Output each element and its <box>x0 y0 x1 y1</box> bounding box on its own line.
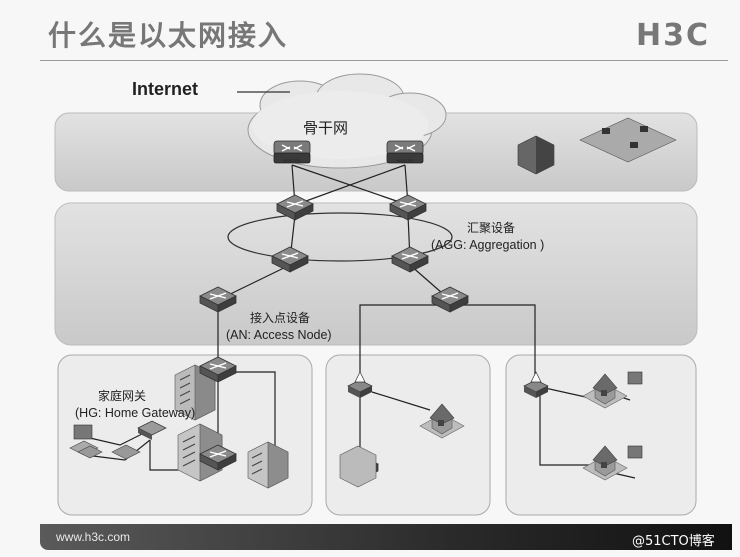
an-label-en: (AN: Access Node) <box>226 328 332 342</box>
title-divider <box>40 60 728 61</box>
laptop-icon <box>111 444 141 460</box>
aggregation-band <box>54 202 698 346</box>
internet-label: Internet <box>132 79 198 99</box>
building-tall <box>174 364 216 421</box>
agg-label-cn: 汇聚设备 <box>467 221 515 235</box>
h3c-logo: H3C <box>636 18 710 53</box>
backbone-label: 骨干网 <box>303 120 348 137</box>
an-label-cn: 接入点设备 <box>250 310 310 325</box>
server-rack-icon <box>517 135 555 175</box>
pc-icon-right-bottom <box>627 445 643 459</box>
footer-url: www.h3c.com <box>56 530 131 544</box>
access-switch-middle-icon <box>347 371 373 398</box>
pc-icon-right-top <box>627 371 643 385</box>
aggregation-ring <box>227 212 453 262</box>
home-gateway-device <box>137 420 167 440</box>
agg-label-en: (AGG: Aggregation ) <box>431 238 544 252</box>
router-tag-left: ROUTER <box>284 158 301 163</box>
hg-label-cn: 家庭网关 <box>98 388 146 403</box>
footer-bar <box>40 524 732 550</box>
access-panel-middle <box>325 354 491 516</box>
phone-icon <box>77 445 103 459</box>
building-middle-icon <box>339 445 377 488</box>
network-platform-icon <box>579 117 677 163</box>
page-title: 什么是以太网接入 <box>48 19 289 52</box>
access-panel-right <box>505 354 697 516</box>
router-tag-right: ROUTER <box>397 158 414 163</box>
apartment-building <box>247 441 289 489</box>
hg-label-en: (HG: Home Gateway) <box>75 406 195 420</box>
watermark: @51CTO博客 <box>632 534 715 549</box>
access-switch-right-icon <box>523 371 549 398</box>
links <box>84 164 636 479</box>
